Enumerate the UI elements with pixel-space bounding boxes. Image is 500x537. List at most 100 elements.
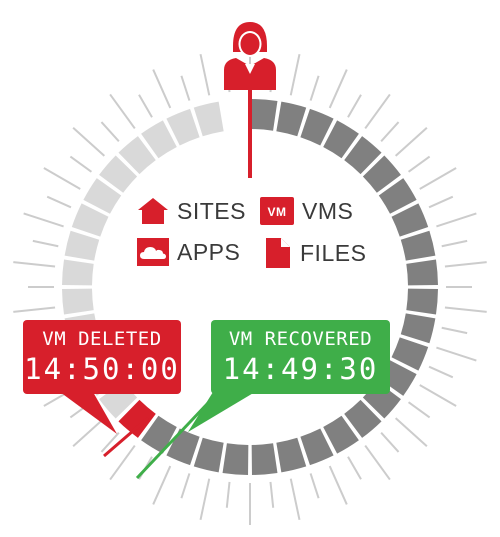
tick-mark xyxy=(109,444,136,481)
home-icon xyxy=(138,198,168,224)
tick-mark xyxy=(109,93,136,130)
timeline-segment xyxy=(222,443,249,475)
tick-mark xyxy=(364,444,391,481)
timeline-segment xyxy=(62,288,94,315)
vm-deleted-label: VM DELETED xyxy=(42,328,162,350)
tick-mark xyxy=(428,195,454,209)
tick-mark xyxy=(138,94,153,118)
timeline-segment xyxy=(344,399,382,438)
vm-deleted-callout: VM DELETED 14:50:00 xyxy=(23,320,181,394)
timeline-segment xyxy=(406,259,438,286)
vm-badge-icon: VM xyxy=(260,197,294,225)
legend-sites: SITES xyxy=(137,197,246,225)
tick-mark xyxy=(32,239,59,248)
timeline-segment xyxy=(344,136,382,175)
timeline-segment xyxy=(141,415,177,454)
timeline-segment xyxy=(118,136,156,175)
tick-mark xyxy=(289,478,301,521)
tick-mark xyxy=(199,53,211,96)
timeline-segment xyxy=(276,101,307,137)
tick-mark xyxy=(380,121,400,143)
user-icon xyxy=(224,22,276,90)
tick-mark xyxy=(419,167,457,190)
file-icon xyxy=(266,238,290,268)
timeline-segment xyxy=(251,99,278,131)
tick-mark xyxy=(407,155,431,173)
timeline-segment xyxy=(362,155,401,193)
tick-mark xyxy=(394,417,428,447)
cloud-icon xyxy=(137,238,169,266)
tick-mark xyxy=(444,306,487,313)
deleted-event-segment xyxy=(118,399,156,438)
vm-deleted-time: 14:50:00 xyxy=(24,352,180,386)
tick-mark xyxy=(269,481,275,508)
vm-recovered-label: VM RECOVERED xyxy=(228,328,373,350)
tick-mark xyxy=(152,465,172,505)
tick-mark xyxy=(225,481,231,508)
tick-mark xyxy=(441,326,468,335)
legend-files: FILES xyxy=(262,238,366,268)
timeline-segment xyxy=(323,415,359,454)
timeline-segment xyxy=(62,259,94,286)
timeline-segment xyxy=(193,101,224,137)
tick-mark xyxy=(380,431,400,453)
vm-recovered-time: 14:49:30 xyxy=(222,352,379,386)
tick-mark xyxy=(436,212,477,228)
tick-mark xyxy=(46,195,72,209)
timeline-segment xyxy=(400,313,436,344)
vm-recovered-callout-tail xyxy=(188,392,255,432)
timeline-segment xyxy=(300,108,334,146)
timeline-segment xyxy=(193,437,224,473)
timeline-segment xyxy=(64,230,100,261)
tick-mark xyxy=(394,127,428,157)
tick-mark xyxy=(13,306,56,313)
vm-badge-text: VM xyxy=(268,205,287,219)
timeline-segment xyxy=(71,203,109,237)
tick-mark xyxy=(444,261,487,268)
tick-mark xyxy=(100,431,120,453)
legend-vms: VM VMS xyxy=(260,197,353,225)
deleted-pointer-line xyxy=(103,416,149,458)
vm-deleted-callout-tail xyxy=(60,392,117,434)
timeline-segment xyxy=(323,120,359,159)
timeline-segment xyxy=(251,443,278,475)
legend-files-label: FILES xyxy=(300,239,367,266)
tick-mark xyxy=(407,401,431,419)
tick-mark xyxy=(419,384,457,407)
legend-sites-label: SITES xyxy=(177,197,246,224)
tick-mark xyxy=(364,93,391,130)
timeline-segment xyxy=(378,178,417,214)
tick-mark xyxy=(347,456,362,480)
timeline-segment xyxy=(166,108,200,146)
tick-mark xyxy=(199,478,211,521)
timeline-segment xyxy=(141,120,177,159)
outer-tick-marks xyxy=(13,49,487,525)
vm-recovered-callout: VM RECOVERED 14:49:30 xyxy=(211,320,390,394)
timeline-segment xyxy=(276,437,307,473)
timeline-segment xyxy=(406,288,438,315)
tick-mark xyxy=(428,365,454,379)
tick-mark xyxy=(436,346,477,362)
tick-mark xyxy=(180,75,191,101)
tick-mark xyxy=(328,465,348,505)
timeline-segment xyxy=(391,337,429,371)
timeline-segment xyxy=(300,428,334,466)
tick-mark xyxy=(328,69,348,109)
tick-mark xyxy=(289,53,301,96)
tick-mark xyxy=(72,417,106,447)
tick-mark xyxy=(347,94,362,118)
tick-mark xyxy=(152,69,172,109)
tick-mark xyxy=(441,239,468,248)
tick-mark xyxy=(180,473,191,499)
tick-mark xyxy=(309,75,320,101)
tick-mark xyxy=(69,155,93,173)
tick-mark xyxy=(23,212,64,228)
tick-mark xyxy=(13,261,56,268)
legend-apps-label: APPS xyxy=(177,238,241,265)
timeline-segment xyxy=(83,178,122,214)
tick-mark xyxy=(100,121,120,143)
timeline-segment xyxy=(391,203,429,237)
legend-vms-label: VMS xyxy=(302,197,354,224)
